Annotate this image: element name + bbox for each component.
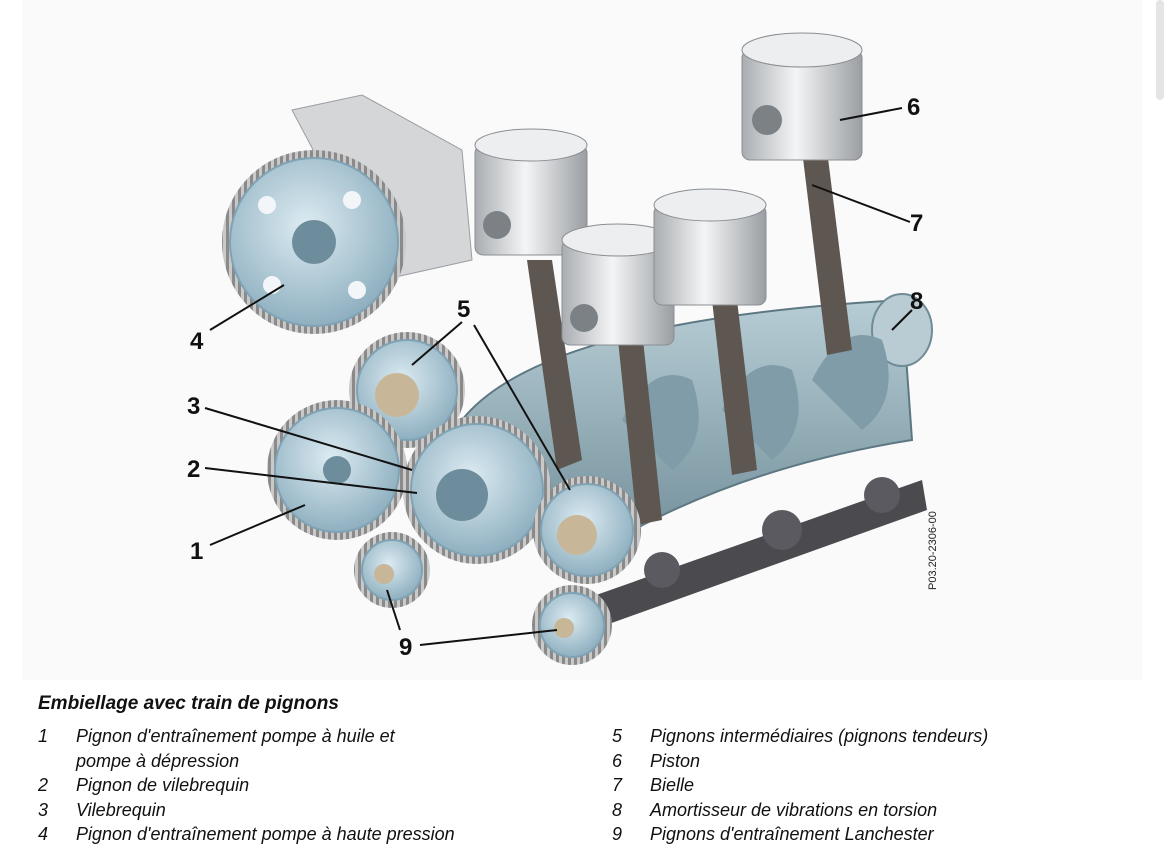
legend-left: 1 Pignon d'entraînement pompe à huile et… <box>38 724 455 847</box>
piston-3 <box>653 188 767 306</box>
legend-item: 9 Pignons d'entraînement Lanchester <box>612 822 988 847</box>
leader-lines <box>204 107 913 646</box>
legend-number: 5 <box>612 726 623 746</box>
legend-right: 5 Pignons intermédiaires (pignons tendeu… <box>612 724 988 847</box>
legend-text: Vilebrequin <box>76 799 166 820</box>
engine-illustration: 4 5 3 2 1 9 6 7 8 P03.20-2306-00 <box>22 0 1142 680</box>
callout-2: 2 <box>187 456 201 483</box>
scrollbar[interactable] <box>1156 0 1164 100</box>
callout-3: 3 <box>187 393 201 420</box>
legend-text: Pignon d'entraînement pompe à haute pres… <box>76 824 455 844</box>
legend-item: 3 Vilebrequin <box>38 798 455 823</box>
callout-8: 8 <box>910 288 924 315</box>
legend-text: Pignons d'entraînement Lanchester <box>650 824 934 844</box>
piston-2 <box>561 223 675 346</box>
legend-text: Pignon de vilebrequin <box>76 775 250 795</box>
callout-6: 6 <box>907 94 921 121</box>
piston-1 <box>474 128 588 256</box>
legend-number: 3 <box>38 799 49 820</box>
lanchester-gear-right <box>532 585 612 665</box>
legend-number: 6 <box>612 750 623 771</box>
legend-text: Amortisseur de vibrations en torsion <box>650 799 938 820</box>
legend-number: 8 <box>612 799 623 820</box>
legend-number: 7 <box>612 775 623 795</box>
legend-number: 1 <box>38 726 49 746</box>
legend-text: Piston <box>650 750 701 771</box>
caption-title: Embiellage avec train de pignons <box>38 693 339 714</box>
balance-shaft <box>582 480 927 630</box>
legend-item: 7 Bielle <box>612 773 988 798</box>
rod-4 <box>802 150 852 355</box>
torsion-damper <box>871 293 933 367</box>
legend-number: 4 <box>38 824 49 844</box>
figure-code: P03.20-2306-00 <box>927 511 939 590</box>
legend-item: 4 Pignon d'entraînement pompe à haute pr… <box>38 822 455 847</box>
oil-pump-gear <box>267 400 407 540</box>
callout-4: 4 <box>190 328 204 355</box>
legend-item: 2 Pignon de vilebrequin <box>38 773 455 798</box>
crank-drive-drawing <box>204 32 933 665</box>
piston-4 <box>741 32 863 161</box>
rod-1 <box>527 260 582 470</box>
callout-9: 9 <box>399 634 413 661</box>
legend-number: 2 <box>38 775 49 795</box>
callout-5: 5 <box>457 296 471 323</box>
legend-text: Pignons intermédiaires (pignons tendeurs… <box>650 726 989 746</box>
crankshaft-gear <box>403 416 551 564</box>
legend-item: 8 Amortisseur de vibrations en torsion <box>612 798 988 823</box>
callout-7: 7 <box>910 210 924 237</box>
callout-1: 1 <box>190 538 204 565</box>
legend-item: 6 Piston <box>612 749 988 774</box>
hp-pump-gear <box>222 150 406 334</box>
legend-item: 5 Pignons intermédiaires (pignons tendeu… <box>612 724 988 749</box>
legend-text: Pignon d'entraînement pompe à huile et p… <box>76 726 395 771</box>
lanchester-gear-left <box>354 532 430 608</box>
legend-item: 1 Pignon d'entraînement pompe à huile et… <box>38 724 455 773</box>
legend-text: Bielle <box>650 775 695 795</box>
legend-number: 9 <box>612 824 623 844</box>
idler-gear-lower <box>533 476 641 584</box>
